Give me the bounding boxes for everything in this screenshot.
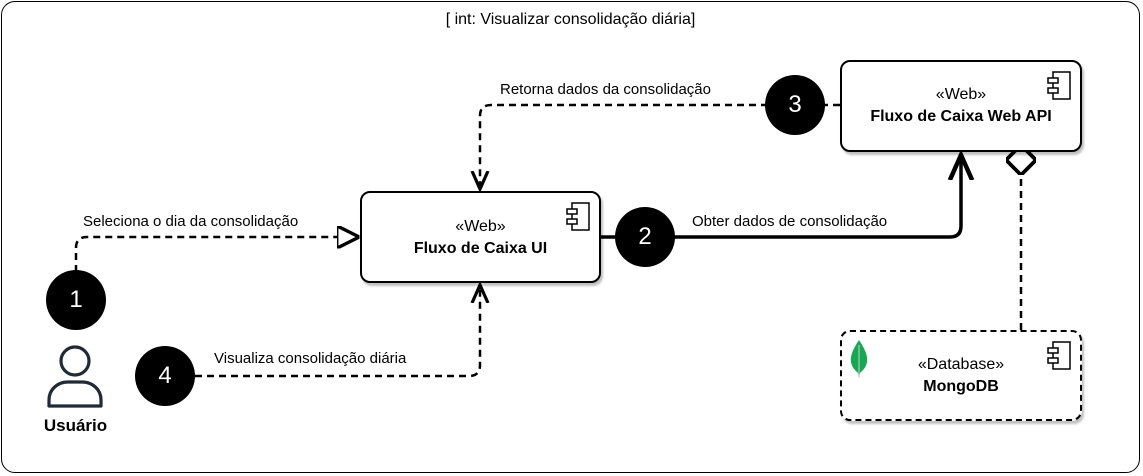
- mongodb-leaf-icon: [850, 340, 868, 378]
- connector-step-2: [601, 155, 961, 239]
- component-fluxo-de-caixa-web-api: «Web» Fluxo de Caixa Web API: [840, 60, 1082, 152]
- component-stereotype: «Web»: [455, 218, 506, 235]
- connector-step-4: [195, 285, 480, 378]
- component-name: Fluxo de Caixa Web API: [870, 108, 1052, 125]
- person-icon: [47, 345, 103, 408]
- step-badge-3: 3: [765, 75, 825, 135]
- edge-label-step-2: Obter dados de consolidação: [692, 213, 888, 230]
- frame-title: [ int: Visualizar consolidação diária]: [445, 11, 696, 28]
- component-icon: [1047, 341, 1071, 370]
- step-badge-2: 2: [615, 207, 675, 267]
- connector-step-1: [74, 237, 357, 272]
- database-stereotype: «Database»: [917, 356, 1005, 373]
- component-icon: [566, 202, 590, 231]
- step-badge-1: 1: [46, 270, 106, 330]
- edge-label-step-1: Seleciona o dia da consolidação: [83, 213, 299, 230]
- edge-label-step-4: Visualiza consolidação diária: [214, 350, 407, 367]
- connector-step-3: [480, 103, 840, 189]
- actor-label: Usuário: [43, 416, 108, 435]
- component-icon: [1047, 71, 1071, 100]
- component-stereotype: «Web»: [935, 86, 987, 103]
- database-mongodb: «Database» MongoDB: [840, 330, 1082, 421]
- database-name: MongoDB: [923, 378, 999, 395]
- component-fluxo-de-caixa-ui: «Web» Fluxo de Caixa UI: [360, 191, 601, 283]
- edge-label-step-3: Retorna dados da consolidação: [500, 81, 711, 98]
- step-badge-4: 4: [135, 346, 195, 406]
- component-name: Fluxo de Caixa UI: [413, 240, 548, 257]
